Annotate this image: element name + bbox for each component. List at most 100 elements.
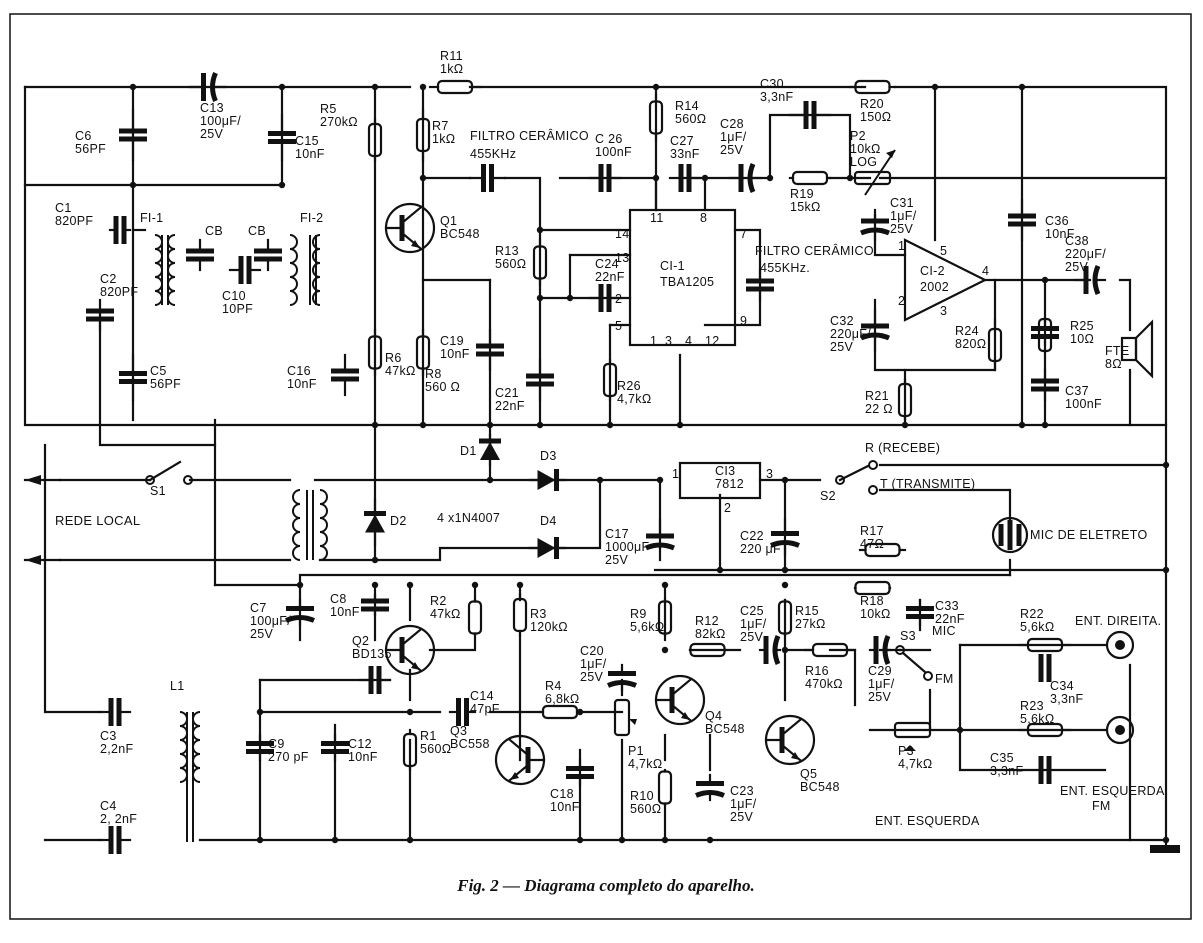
label-r26-name: R26: [617, 379, 641, 393]
junction-dot: [606, 421, 614, 429]
diode-d4: [528, 537, 567, 559]
label-c34-value: 3,3nF: [1050, 692, 1084, 706]
label-q2-name: Q2: [352, 634, 369, 648]
s2-t: [878, 488, 1012, 522]
label-ci2-value: 2002: [920, 280, 949, 294]
jack-ent-esquerda: [1105, 715, 1135, 745]
label-c4-value: 2, 2nF: [100, 812, 137, 826]
label-r22-name: R22: [1020, 607, 1044, 621]
capacitor-c16: [331, 353, 359, 397]
resistor-r23: [1018, 722, 1072, 738]
label-c12-value: 10nF: [348, 750, 378, 764]
label-r8-name: R8: [425, 367, 442, 381]
resistor-r14: [648, 93, 664, 142]
ci3-pin-1: 1: [672, 467, 679, 481]
jack-ent-direita: [1105, 630, 1135, 660]
junction-dot: [486, 421, 494, 429]
label-c35-name: C35: [990, 751, 1014, 765]
transistor-q4: [654, 674, 706, 726]
capacitor-c9: [246, 733, 274, 762]
ent-direita-label: ENT. DIREITA.: [1075, 614, 1161, 628]
label-c16-name: C16: [287, 364, 311, 378]
arrow-rede-bottom: [25, 555, 41, 565]
label-c31-value: 1μF/: [890, 209, 917, 223]
ci1-pin-11: 11: [650, 211, 664, 225]
filter-ceramic-1-label: FILTRO CERÂMICO: [470, 128, 589, 143]
label-r21-name: R21: [865, 389, 889, 403]
label-r2-name: R2: [430, 594, 447, 608]
label-r11-name: R11: [440, 49, 463, 63]
junction-dot: [406, 836, 414, 844]
resistor-r20: [848, 79, 897, 95]
label-c2-value: 820PF: [100, 285, 138, 299]
junction-dot: [596, 476, 604, 484]
label-fi2-name: FI-2: [300, 211, 323, 225]
label-c15-value: 10nF: [295, 147, 325, 161]
s2-recebe-label: R (RECEBE): [865, 441, 940, 455]
label-c1-name: C1: [55, 201, 72, 215]
ci2-pin-2: 2: [898, 294, 905, 308]
label-r10-value: 560Ω: [630, 802, 661, 816]
junction-dot: [1162, 566, 1170, 574]
coil-l1-secondary: [192, 711, 201, 783]
resistor-r10: [657, 768, 673, 807]
label-c22-value: 220 μF: [740, 542, 781, 556]
capacitor-c37: [1031, 368, 1059, 402]
resistor-r25: [1037, 317, 1053, 353]
junction-dot: [781, 476, 789, 484]
junction-dot: [661, 836, 669, 844]
transistor-q3: [494, 734, 546, 786]
label-c28-value: 1μF/: [720, 130, 747, 144]
label-c35-value: 3,3nF: [990, 764, 1024, 778]
junction-dot: [931, 83, 939, 91]
label-d1-name: D1: [460, 444, 477, 458]
label-c5-name: C5: [150, 364, 167, 378]
label-c6-name: C6: [75, 129, 92, 143]
label-r9-value: 5,6kΩ: [630, 620, 664, 634]
junction-dot: [716, 566, 724, 574]
filter-ceramic-2-frequency: 455KHz.: [760, 261, 810, 275]
label-r25-value: 10Ω: [1070, 332, 1094, 346]
capacitor-c2: [86, 298, 114, 332]
capacitor-c38_v: [1031, 318, 1059, 347]
junction-dot: [1041, 276, 1049, 284]
ci1-pin-1: 1: [650, 334, 657, 348]
label-cb2-name: CB: [248, 224, 266, 238]
label-r1-value: 560Ω: [420, 742, 451, 756]
diode-d3: [528, 469, 567, 491]
resistor-r19: [788, 170, 832, 186]
ci1-pin-3: 3: [665, 334, 672, 348]
capacitor-c18: [566, 758, 594, 787]
potentiometer-p1: [613, 698, 637, 737]
resistor-r6: [367, 328, 383, 377]
ci3-pin-3: 3: [766, 467, 773, 481]
label-r16-value: 470kΩ: [805, 677, 843, 691]
label-s3-name: S3: [900, 629, 916, 643]
junction-dot: [656, 476, 664, 484]
resistor-r8: [415, 328, 431, 377]
label-cb1-name: CB: [205, 224, 223, 238]
label-c3-value: 2,2nF: [100, 742, 134, 756]
speaker-fte: [1120, 319, 1154, 379]
filter-ceramic-2-label: FILTRO CERÂMICO: [755, 243, 874, 258]
capacitor-c13: [188, 72, 227, 102]
junction-dot: [652, 83, 660, 91]
label-r19-name: R19: [790, 187, 814, 201]
label-r12-name: R12: [695, 614, 719, 628]
d4-line: [318, 478, 602, 562]
ci2-pin-4: 4: [982, 264, 989, 278]
mic-eletreto-label: MIC DE ELETRETO: [1030, 528, 1147, 542]
label-q5-name: Q5: [800, 767, 817, 781]
junction-dot: [471, 581, 479, 589]
ic-ci3: [678, 461, 762, 500]
capacitor-c_f1: [468, 164, 507, 192]
label-r15-value: 27kΩ: [795, 617, 826, 631]
label-c18-value: 10nF: [550, 800, 580, 814]
label-c34-name: C34: [1050, 679, 1074, 693]
label-c7-value: 25V: [250, 627, 274, 641]
label-d4-name: D4: [540, 514, 557, 528]
ci1-pin-9: 9: [740, 314, 747, 328]
junction-dot: [536, 421, 544, 429]
label-c10-name: C10: [222, 289, 246, 303]
mic-electret: [991, 516, 1029, 554]
